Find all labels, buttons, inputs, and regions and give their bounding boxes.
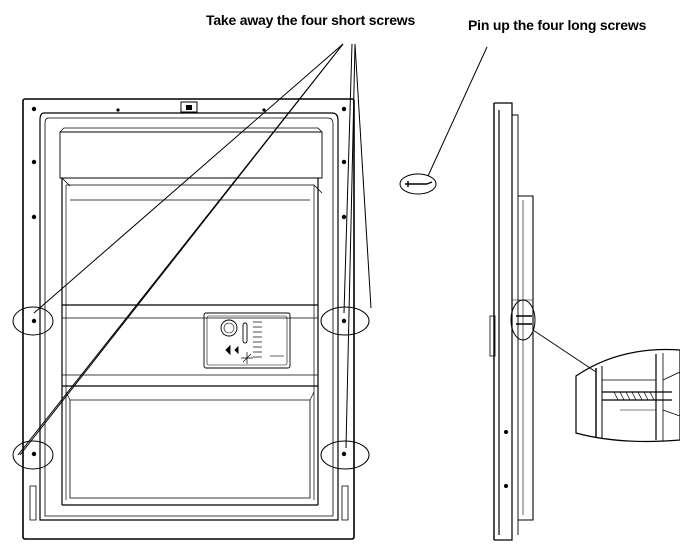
long-screw bbox=[399, 46, 488, 195]
door-front-view bbox=[12, 43, 372, 540]
short-screw-ellipse bbox=[320, 440, 370, 470]
screw-detail-view bbox=[575, 348, 680, 443]
short-screw-ellipse bbox=[320, 306, 370, 336]
short-screw-ellipse bbox=[12, 440, 54, 470]
long-screws-label: Pin up the four long screws bbox=[468, 17, 647, 33]
door-side-view bbox=[489, 102, 597, 541]
short-screws-label: Take away the four short screws bbox=[206, 12, 416, 28]
detergent-dispenser bbox=[203, 312, 291, 369]
short-screw-ellipse bbox=[12, 306, 54, 336]
